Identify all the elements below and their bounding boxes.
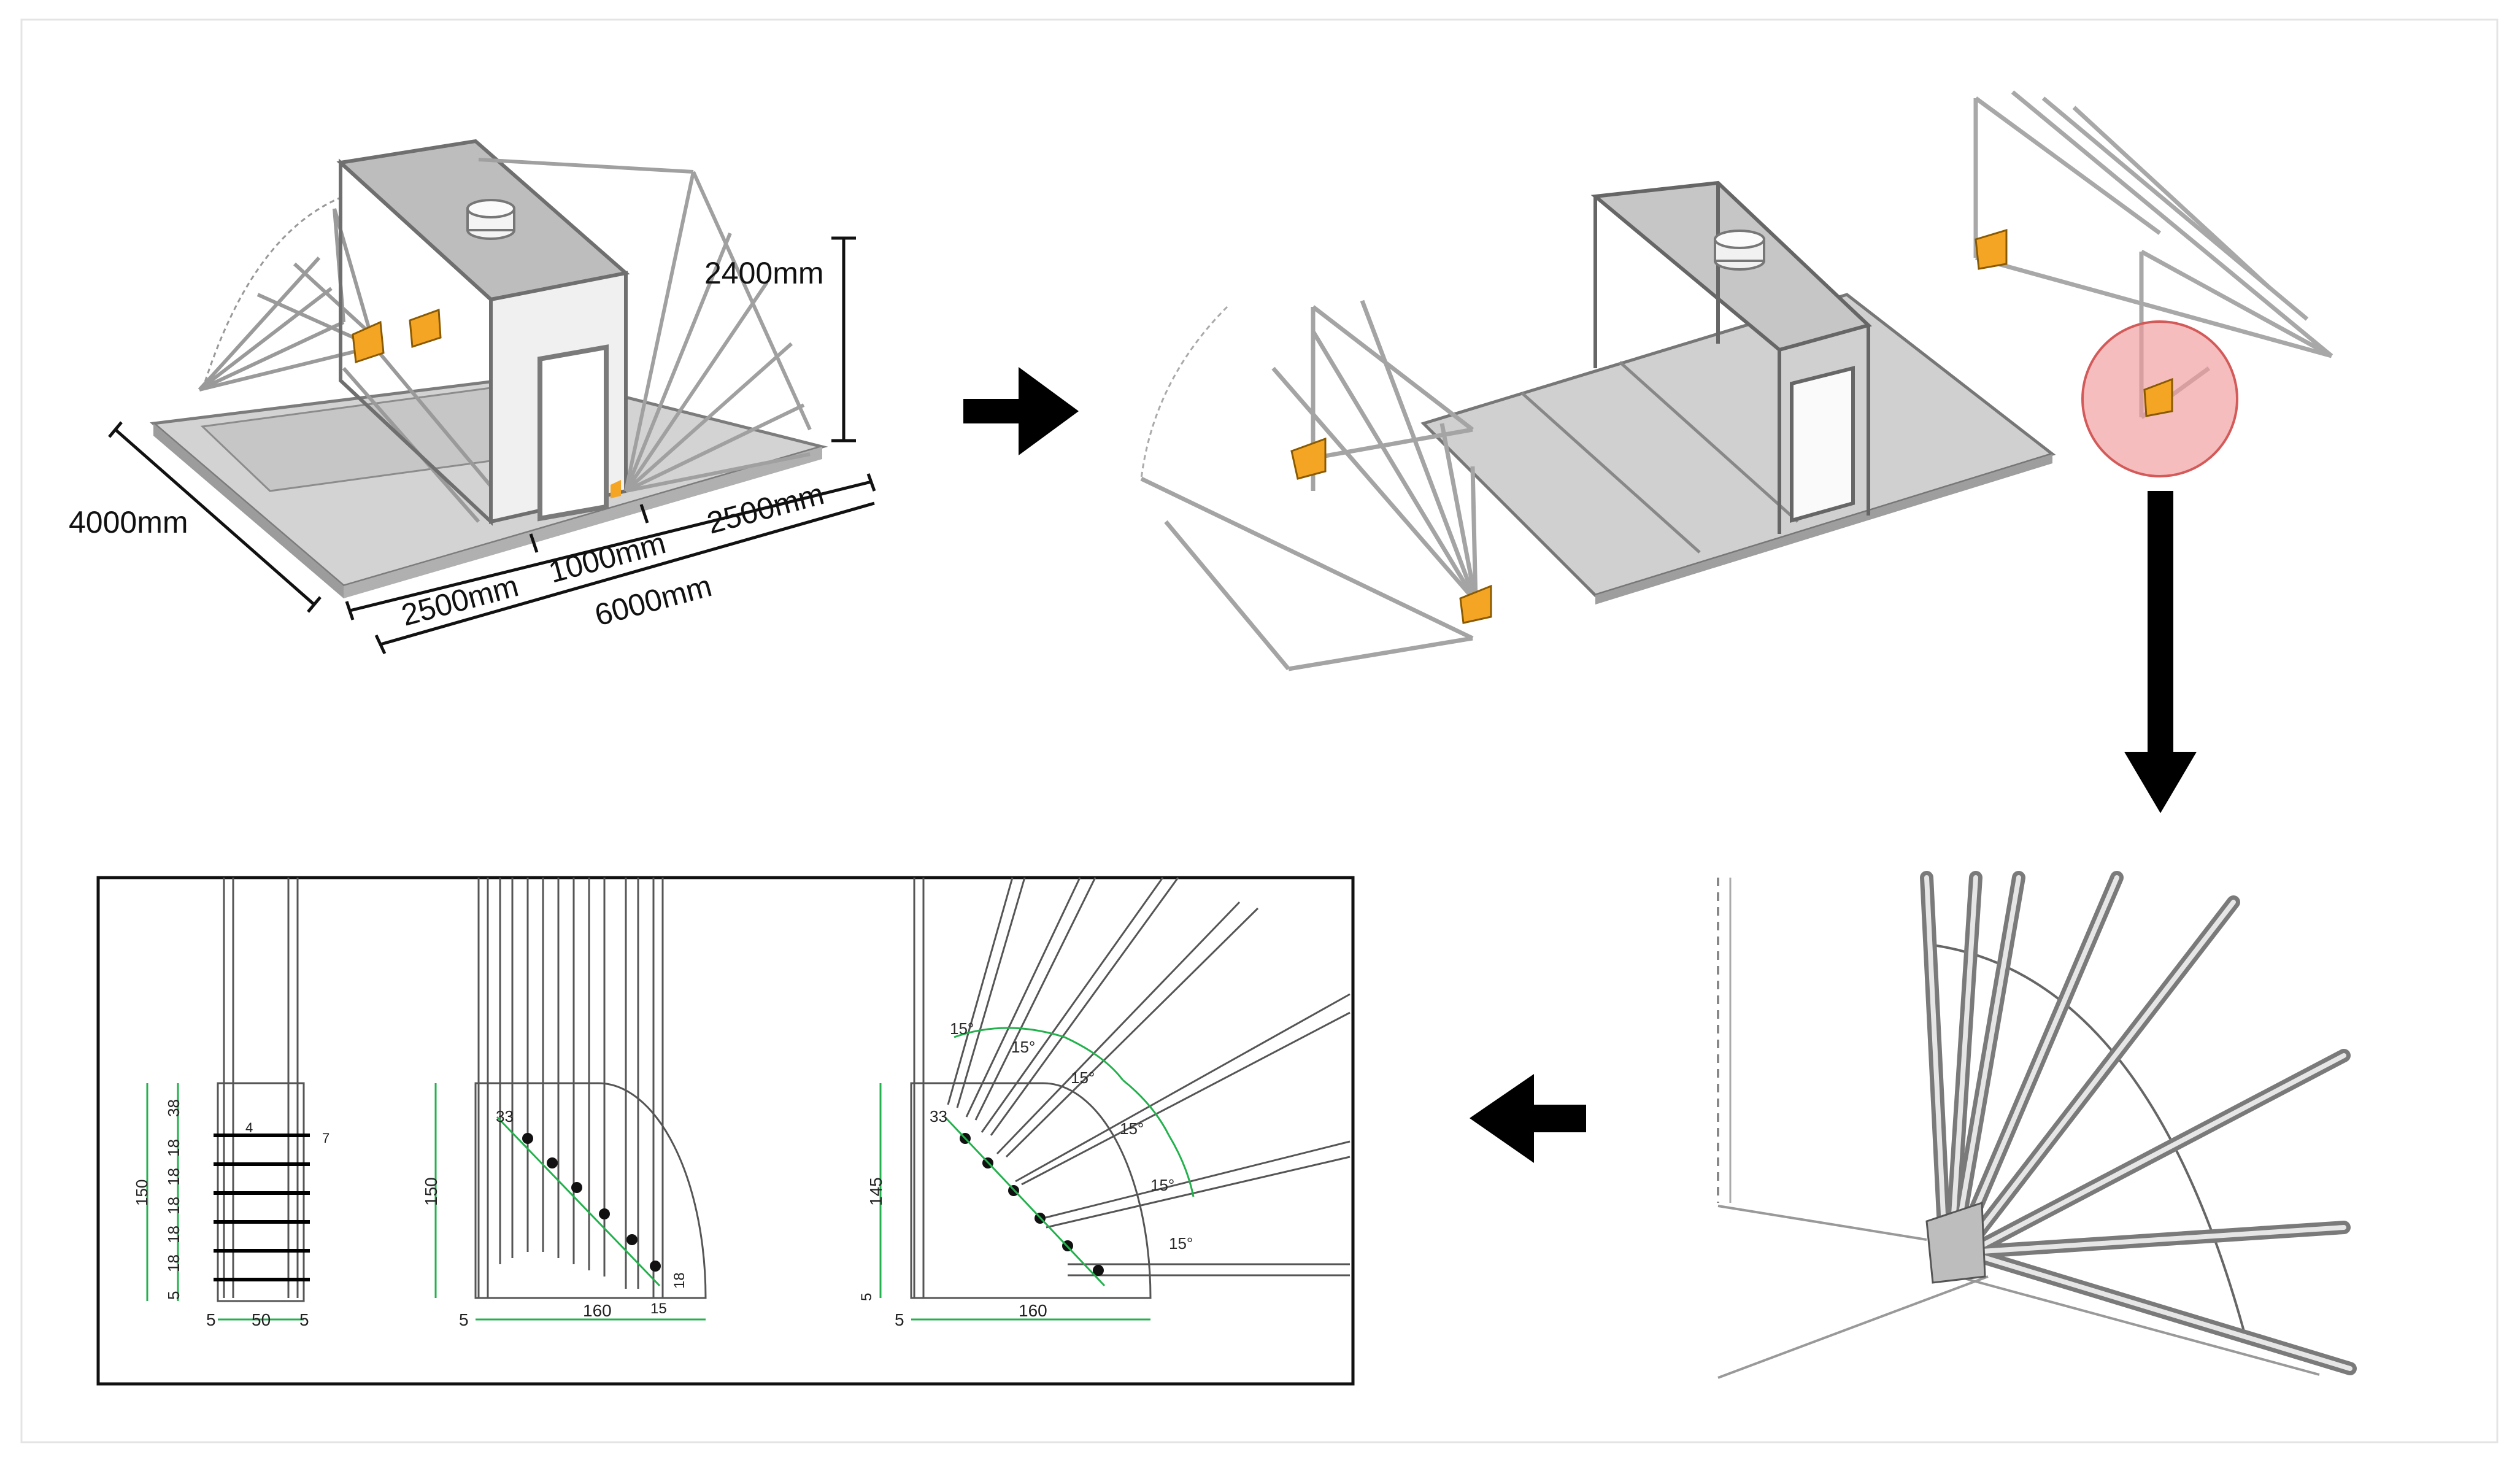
dim-depth-label: 4000mm <box>69 505 188 539</box>
angle-label-2: 15° <box>1011 1038 1035 1056</box>
assembled-unit-illustration: 2400mm 4000mm 2500mm 1000mm 2500mm 6000m… <box>69 139 876 655</box>
mid-dim-150: 150 <box>422 1177 441 1206</box>
left-dim-18b: 18 <box>164 1168 183 1186</box>
angle-label-6: 15° <box>1169 1234 1193 1253</box>
drawing-folded-bars <box>434 878 707 1321</box>
left-dim-b2: 50 <box>252 1310 271 1329</box>
mid-dim-160: 160 <box>583 1301 612 1320</box>
angle-label-1: 15° <box>950 1019 974 1038</box>
right-dim-160: 160 <box>1019 1301 1047 1320</box>
left-dim-18d: 18 <box>164 1226 183 1243</box>
drawing-fanned-bars <box>879 877 1351 1321</box>
angle-label-4: 15° <box>1120 1119 1144 1138</box>
right-dim-145: 145 <box>866 1177 885 1206</box>
left-dim-b1: 5 <box>206 1310 216 1329</box>
mid-dim-15: 15 <box>650 1300 667 1317</box>
left-arrow-icon <box>1470 1074 1586 1163</box>
mid-dim-5: 5 <box>459 1310 469 1329</box>
left-dim-150: 150 <box>133 1180 151 1206</box>
angle-label-3: 15° <box>1071 1068 1095 1087</box>
down-arrow-icon <box>2124 491 2197 813</box>
drawing-straight-bar <box>146 878 310 1321</box>
left-dim-e1: 4 <box>245 1120 253 1135</box>
hinge-closeup-render <box>1717 871 2357 1381</box>
right-dim-33: 33 <box>930 1107 947 1126</box>
hinge-technical-drawings: 38 150 18 18 18 18 18 5 5 50 5 4 7 <box>96 876 1355 1386</box>
left-dim-18a: 18 <box>164 1139 183 1157</box>
left-dim-38: 38 <box>164 1099 183 1117</box>
mid-dim-33: 33 <box>496 1107 514 1126</box>
left-dim-b3: 5 <box>299 1310 309 1329</box>
left-dim-5: 5 <box>164 1291 183 1300</box>
right-arrow-icon <box>963 367 1079 455</box>
left-dim-18e: 18 <box>164 1254 183 1272</box>
left-dim-18c: 18 <box>164 1197 183 1215</box>
right-dim-5: 5 <box>895 1310 904 1329</box>
dim-height-label: 2400mm <box>704 256 824 290</box>
right-dim-5b: 5 <box>858 1293 875 1301</box>
angle-label-5: 15° <box>1150 1176 1174 1194</box>
mid-dim-18: 18 <box>671 1272 688 1289</box>
left-dim-e2: 7 <box>322 1130 329 1146</box>
exploded-unit-illustration <box>1140 90 2333 671</box>
